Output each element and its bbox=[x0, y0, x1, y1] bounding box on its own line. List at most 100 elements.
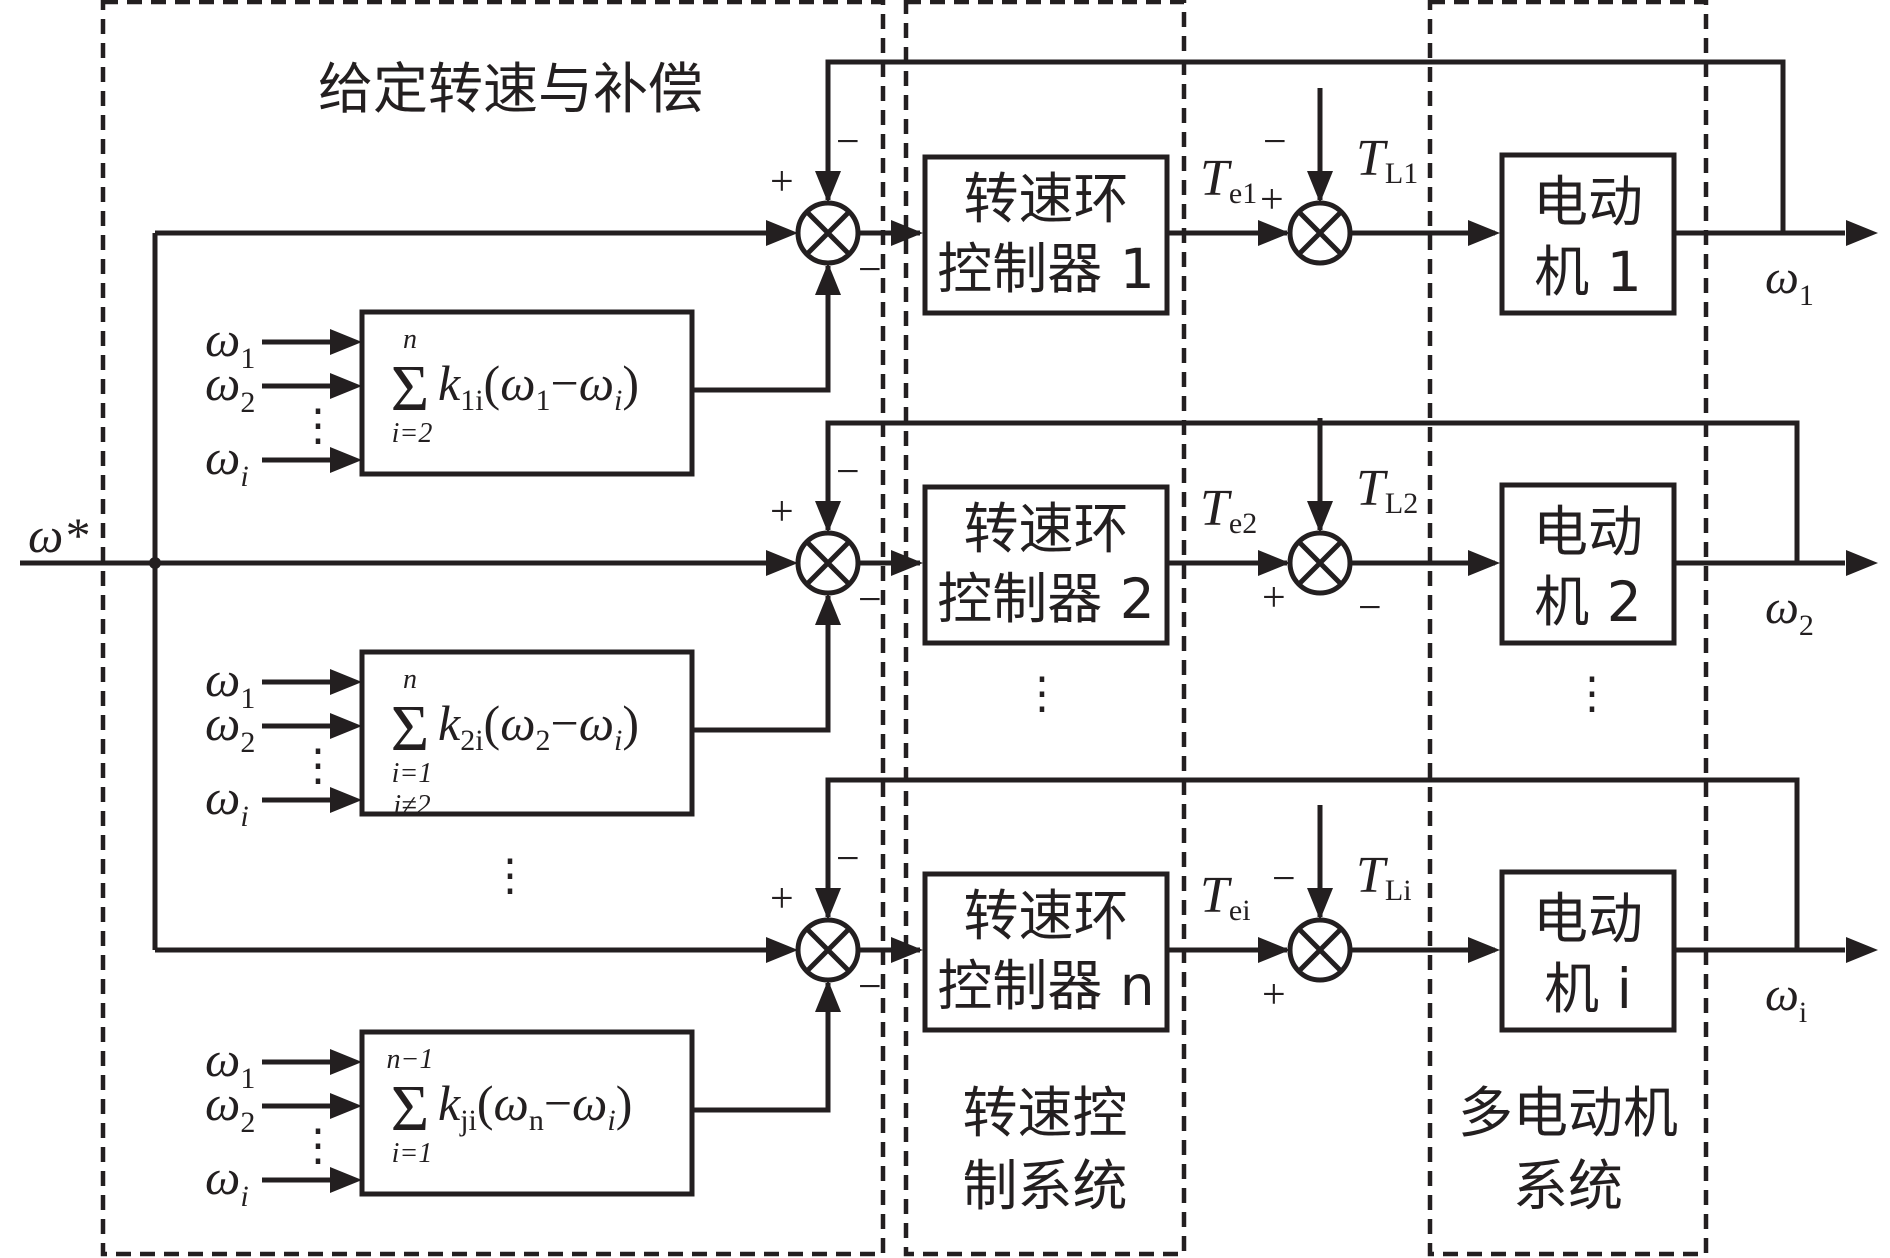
comp-output-line-1 bbox=[692, 266, 831, 393]
comp-output-arrow-1 bbox=[815, 263, 841, 295]
comp-output-line-2 bbox=[692, 596, 831, 733]
comp-input-symbol: ω bbox=[205, 429, 240, 485]
comp-omega-a: ω bbox=[494, 1075, 529, 1131]
controller-box-1 bbox=[922, 154, 1170, 316]
sum-junction-load-1-cross bbox=[1297, 210, 1343, 256]
torque-symbol: T bbox=[1200, 480, 1232, 537]
torque-arrow-2 bbox=[1258, 550, 1290, 576]
comp-omega-a-subscript: n bbox=[529, 1104, 544, 1137]
feedback-line-3 bbox=[825, 777, 1800, 950]
comp-sum-lower: i=2 bbox=[392, 418, 433, 449]
torque-symbol: T bbox=[1200, 150, 1232, 207]
output-subscript: i bbox=[1799, 996, 1807, 1029]
sum-junction-error-2-cross bbox=[805, 540, 851, 586]
comp-paren-open: ( bbox=[477, 1075, 494, 1131]
comp-k-subscript: 2i bbox=[460, 724, 483, 757]
comp-minus: − bbox=[551, 695, 579, 751]
comp-input-subscript: 1 bbox=[240, 342, 255, 375]
group-title-speed-control-line2: 制系统 bbox=[962, 1154, 1127, 1218]
output-arrow-2 bbox=[1846, 550, 1878, 576]
controller-box-3 bbox=[922, 871, 1170, 1033]
comp-omega-b-subscript: i bbox=[607, 1104, 615, 1137]
comp-input-arrow bbox=[330, 787, 362, 813]
comp-sum-lower: i=1 bbox=[392, 1138, 433, 1169]
arrow-into-sum-1 bbox=[766, 220, 798, 246]
group-title-speed-control-line1: 转速控 bbox=[962, 1081, 1127, 1145]
motor-label-line2: 机 2 bbox=[1534, 570, 1641, 634]
comp-omega-b: ω bbox=[572, 1075, 607, 1131]
comp-input-symbol: ω bbox=[205, 769, 240, 825]
input-label-omega-star: ω* bbox=[28, 507, 88, 563]
group-frame-motor-system bbox=[1427, 0, 1709, 1257]
comp-omega-b-subscript: i bbox=[614, 384, 622, 417]
comp-input-ellipsis: ⋮ bbox=[296, 741, 340, 790]
comp-input-ellipsis: ⋮ bbox=[296, 401, 340, 450]
comp-expression-3: kji(ωn−ωi) bbox=[438, 1075, 632, 1137]
comp-input-subscript: i bbox=[240, 1180, 248, 1213]
comp-input-label: ω1 bbox=[205, 1031, 255, 1095]
comp-input-label: ω1 bbox=[205, 651, 255, 715]
comp-input-symbol: ω bbox=[205, 1075, 240, 1131]
torque-label-te-2: Te2 bbox=[1200, 480, 1257, 540]
comp-sigma: Σ bbox=[391, 692, 429, 765]
comp-paren-close: ) bbox=[622, 355, 639, 411]
sum-sign-comp: − bbox=[858, 577, 882, 623]
comp-input-label: ωi bbox=[205, 429, 249, 493]
comp-box-3 bbox=[359, 1029, 695, 1197]
output-label-2: ω2 bbox=[1765, 581, 1814, 642]
output-symbol: ω bbox=[1765, 581, 1799, 634]
comp-minus: − bbox=[544, 1075, 572, 1131]
comp-input-subscript: 2 bbox=[240, 726, 255, 759]
load-torque-subscript: Li bbox=[1385, 874, 1412, 907]
output-subscript: 2 bbox=[1799, 609, 1814, 642]
controller-label-line1: 转速环 bbox=[963, 497, 1128, 561]
comp-input-ellipsis: ⋮ bbox=[296, 1121, 340, 1170]
sum2-sign-minus: − bbox=[1263, 119, 1287, 165]
comp-input-label: ω2 bbox=[205, 355, 255, 419]
motor-label-line1: 电动 bbox=[1533, 887, 1643, 951]
arrow-into-sum-3 bbox=[766, 937, 798, 963]
comp-input-arrow bbox=[330, 1049, 362, 1075]
output-arrow-1 bbox=[1846, 220, 1878, 246]
torque-subscript: ei bbox=[1229, 894, 1251, 927]
load-torque-subscript: L2 bbox=[1385, 487, 1418, 520]
comp-omega-a-subscript: 1 bbox=[536, 384, 551, 417]
sum2-sign-plus: + bbox=[1262, 972, 1286, 1018]
sum2-sign-minus: − bbox=[1358, 585, 1382, 631]
output-symbol: ω bbox=[1765, 251, 1799, 304]
comp-input-symbol: ω bbox=[205, 695, 240, 751]
output-subscript: 1 bbox=[1799, 279, 1814, 312]
comp-input-subscript: 1 bbox=[240, 1062, 255, 1095]
sum-junction-load-3-cross bbox=[1297, 927, 1343, 973]
motor-label-line2: 机 i bbox=[1544, 957, 1632, 1021]
comp-sum-upper: n bbox=[403, 664, 417, 695]
reference-trunk bbox=[20, 230, 790, 953]
comp-minus: − bbox=[551, 355, 579, 411]
sum-sign-feedback: − bbox=[836, 836, 860, 882]
arrow-into-sum-2 bbox=[766, 550, 798, 576]
controller-ellipsis: ⋮ bbox=[1020, 669, 1064, 718]
motor-ellipsis: ⋮ bbox=[1570, 669, 1614, 718]
comp-input-subscript: 1 bbox=[240, 682, 255, 715]
load-torque-symbol: T bbox=[1356, 847, 1388, 904]
arrow-to-controller-3 bbox=[891, 937, 923, 963]
controller-label-line2: 控制器 n bbox=[937, 954, 1154, 1018]
comp-input-subscript: 2 bbox=[240, 1106, 255, 1139]
motor-label-line2: 机 1 bbox=[1534, 240, 1641, 304]
comp-expression-2: k2i(ω2−ωi) bbox=[438, 695, 639, 757]
torque-subscript: e2 bbox=[1229, 507, 1257, 540]
comp-input-subscript: i bbox=[240, 460, 248, 493]
comp-input-subscript: 2 bbox=[240, 386, 255, 419]
comp-input-symbol: ω bbox=[205, 355, 240, 411]
load-torque-label-1: TL1 bbox=[1356, 130, 1418, 190]
comp-input-label: ω2 bbox=[205, 1075, 255, 1139]
arrow-to-motor-2 bbox=[1468, 550, 1500, 576]
comp-block-ellipsis: ⋮ bbox=[488, 851, 532, 900]
motor-box-2 bbox=[1499, 482, 1677, 646]
load-torque-subscript: L1 bbox=[1385, 157, 1418, 190]
comp-input-symbol: ω bbox=[205, 1149, 240, 1205]
